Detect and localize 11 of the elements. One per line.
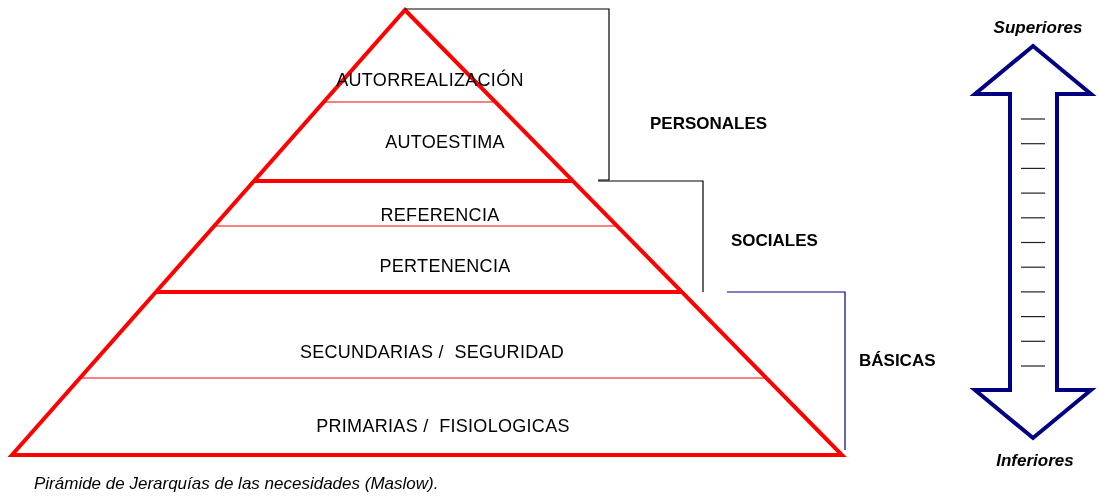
group-label: SOCIALES [731, 231, 818, 251]
pyramid-level-label: REFERENCIA [380, 204, 500, 226]
caption: Pirámide de Jerarquías de las necesidades (Maslow). [34, 474, 439, 494]
pyramid-level-label: AUTOESTIMA [385, 131, 505, 153]
pyramid-level-label: PRIMARIAS / FISIOLOGICAS [316, 415, 570, 437]
pyramid-level-label: PERTENENCIA [379, 255, 511, 277]
scale-end-label: Superiores [993, 18, 1083, 38]
group-label: BÁSICAS [859, 351, 936, 371]
scale-end-label: Inferiores [996, 451, 1074, 471]
group-label: PERSONALES [650, 114, 768, 134]
pyramid-level-label: SECUNDARIAS / SEGURIDAD [299, 341, 565, 363]
